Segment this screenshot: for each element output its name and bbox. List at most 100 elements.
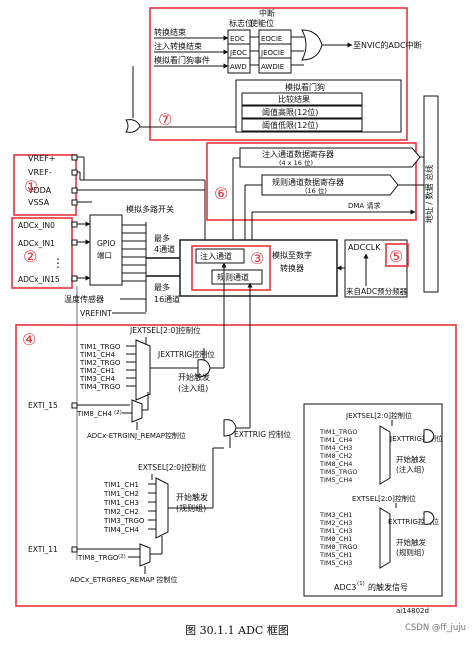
callout-7: ⑦ [158,110,172,129]
tim8-trgo: TIM8_TRGO [77,554,119,562]
callout-3: ③ [250,249,264,268]
flag-jeoc: JEOC [229,49,247,57]
reg-src-1: TIM1_CH2 [103,490,139,498]
enable-register [258,29,292,74]
region-1-frame [13,154,77,216]
adc3-exttrig: EXTTRIG控制位 [388,517,439,526]
adc3-reg-4: TIM8_TRGO [319,543,358,551]
en-awdie: AWDIE [261,63,284,71]
reg-src-5: TIM4_CH4 [103,526,139,534]
callout-6: ⑥ [214,184,228,203]
gpio-label-2: 端口 [97,250,112,260]
adc-in1: ADCx_IN1 [18,239,55,248]
and-gate-reg [223,419,237,437]
watchdog-title: 模拟看门狗 [285,82,325,92]
adc3-reg-3: TIM8_CH1 [319,535,352,543]
gpio-port [89,214,123,286]
and-gate-awd [125,119,141,133]
regular-reg-sub: (16 位) [305,186,327,195]
dma-request: DMA 请求 [348,201,380,210]
adc3-label: ADC3 [334,583,356,592]
inj-remap-mux [131,399,143,423]
adc3-reg-5: TIM5_CH1 [319,551,352,559]
adc3-label-sup: (1) [357,581,365,587]
upto4-2: 4通道 [154,244,175,254]
injected-channel [195,248,245,264]
figure-caption: 图 30.1.1 ADC 框图 [185,624,289,637]
inj-src-3: TIM2_CH1 [79,367,115,375]
adc3-inj-3: TIM8_CH2 [319,452,352,460]
bus-label: 地址 / 数据 总线 [424,165,434,223]
adc3-reg-1: TIM2_CH3 [319,519,352,527]
upto4-1: 最多 [154,233,170,243]
vref-minus: VREF- [28,168,52,177]
exttrig-label: EXTTRIG 控制位 [234,429,291,439]
adc3-inj-start-1: 开始触发 [396,454,426,464]
adc3-reg-2: TIM1_CH3 [319,527,352,535]
ref-code: ai14802d [396,607,429,615]
en-eocie: EOCIE [261,35,282,43]
clock-source: 来自ADC预分频器 [346,286,408,296]
channel-dots: ⋮ [52,256,64,270]
irq-header-2: 使能位 [250,18,274,28]
tim8-ch4: TIM8_CH4 [76,410,112,418]
vrefint: VREFINT [80,309,112,318]
irq-header-1: 中断 [259,8,275,18]
adc3-inj-1: TIM1_CH4 [319,436,352,444]
adc-in15: ADCx_IN15 [18,275,60,284]
adc3-reg-0: TIM3_CH1 [319,511,352,519]
tim8-ch4-sup: (2) [114,410,122,416]
regular-reg-title: 规则通道数据寄存器 [272,177,344,187]
adc3-extsel: EXTSEL[2:0]控制位 [352,494,416,503]
inj-src-2: TIM2_TRGO [79,359,121,367]
reg-src-4: TIM3_TRGO [103,517,145,525]
reg-src-3: TIM2_CH2 [103,508,139,516]
flag-awd: AWD [230,63,247,71]
callout-2: ② [23,247,37,266]
injected-reg-sub: (4 x 16 位) [279,158,313,167]
callout-4: ④ [22,330,36,349]
region-2-frame [11,217,73,289]
reg-src-2: TIM1_CH3 [103,499,139,507]
adc3-inj-6: TIM5_CH4 [319,476,352,484]
extsel-label: EXTSEL[2:0]控制位 [138,462,207,472]
watchdog-low: 阈值低限(12位) [262,120,318,130]
callout-1: ① [24,177,38,196]
irq-output: 至NVIC的ADC中断 [353,40,422,50]
region-7-frame [149,7,408,141]
gpio-label: GPIO [97,239,116,248]
exti15: EXTI_15 [28,401,58,410]
region-4-frame [15,324,457,607]
upto16-1: 最多 [154,282,170,292]
inj-start-1: 开始触发 [178,372,210,382]
adc3-inj-4: TIM8_CH4 [319,460,352,468]
adc3-inj-5: TIM5_TRGO [319,468,358,476]
adc3-inj-0: TIM1_TRGO [319,428,358,436]
irq-src-jeoc: 注入转换结束 [154,41,202,51]
irq-src-awd: 模拟看门狗事件 [154,55,210,65]
regular-data-register [261,174,399,196]
mux-label: 模拟多路开关 [126,204,174,214]
adc3-inj-2: TIM4_CH3 [319,444,352,452]
jextsel-label: JEXTSEL[2:0]控制位 [129,325,201,335]
reg-remap: ADCx_ETRGREG_REMAP 控制位 [70,575,177,584]
adc3-inj-mux [379,425,391,485]
vdda: VDDA [28,186,52,195]
adcclk: ADCCLK [348,243,381,252]
address-data-bus [423,95,439,293]
inj-src-0: TIM1_TRGO [79,343,121,351]
region-6-frame [206,142,417,221]
reg-remap-mux [139,543,151,567]
adc3-trigger-box [303,403,443,597]
adc-label-2: 转换器 [280,263,304,273]
clock-block [344,239,408,298]
and-gate-inj [197,359,211,377]
inj-src-1: TIM1_CH4 [79,351,115,359]
adc3-reg-mux [379,507,391,569]
adc3-reg-start-2: (规则组) [396,547,424,557]
adc3-reg-start-1: 开始触发 [396,537,426,547]
adc-in0: ADCx_IN0 [18,221,55,230]
regular-channel-label: 规则通道 [217,272,249,282]
injected-channel-label: 注入通道 [200,251,232,261]
